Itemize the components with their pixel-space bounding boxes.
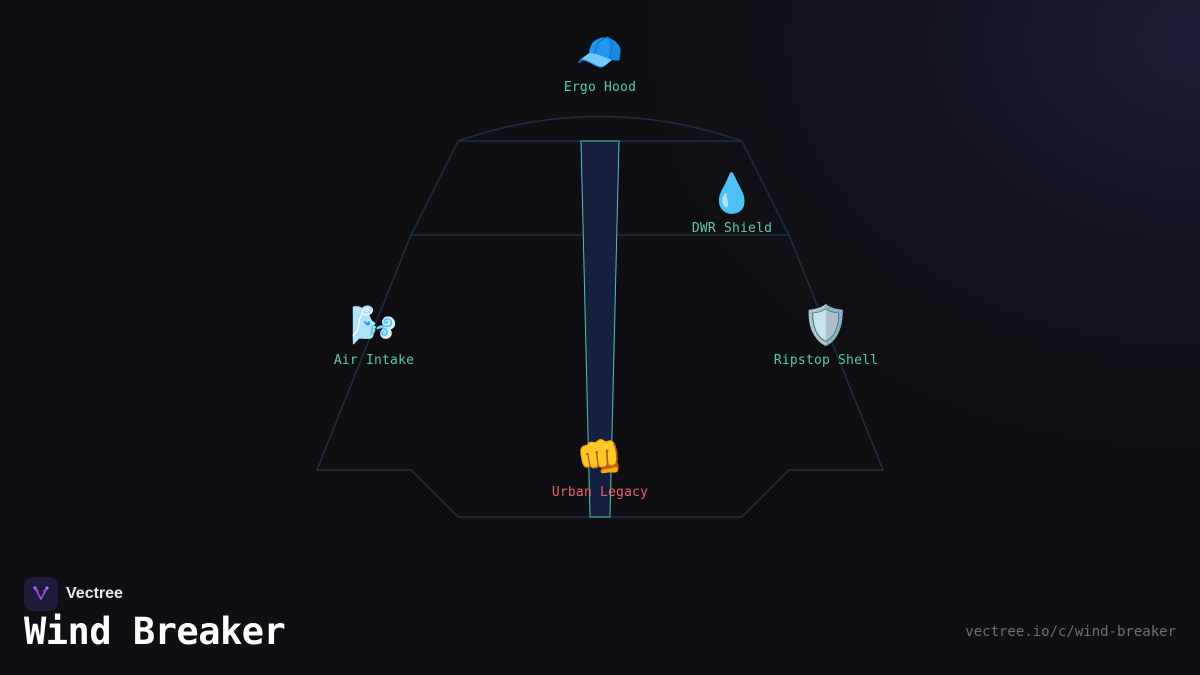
brand: Vectree xyxy=(24,577,123,611)
feature-label: Air Intake xyxy=(333,353,415,368)
feature-air-intake[interactable]: 🌬️ Air Intake xyxy=(334,301,414,368)
fist-icon: 👊 xyxy=(576,435,624,479)
wind-gust-icon: 🌬️ xyxy=(350,303,398,347)
shield-icon: 🛡️ xyxy=(802,303,850,347)
page-title: Wind Breaker xyxy=(24,610,286,653)
cap-icon: 🧢 xyxy=(576,30,624,74)
feature-label: Ergo Hood xyxy=(563,80,637,95)
feature-label: Urban Legacy xyxy=(551,485,649,500)
feature-label: Ripstop Shell xyxy=(773,353,879,368)
zipper-panel xyxy=(580,140,620,518)
vectree-logo-icon xyxy=(24,577,58,611)
feature-dwr-shield[interactable]: 💧 DWR Shield xyxy=(692,169,772,236)
feature-ergo-hood[interactable]: 🧢 Ergo Hood xyxy=(564,28,636,95)
feature-urban-legacy[interactable]: 👊 Urban Legacy xyxy=(552,433,648,500)
feature-label: DWR Shield xyxy=(691,221,773,236)
page-url[interactable]: vectree.io/c/wind-breaker xyxy=(965,624,1176,640)
hood-arc xyxy=(457,115,743,142)
feature-ripstop-shell[interactable]: 🛡️ Ripstop Shell xyxy=(774,301,878,368)
droplet-icon: 💧 xyxy=(708,171,756,215)
brand-name: Vectree xyxy=(66,585,123,602)
